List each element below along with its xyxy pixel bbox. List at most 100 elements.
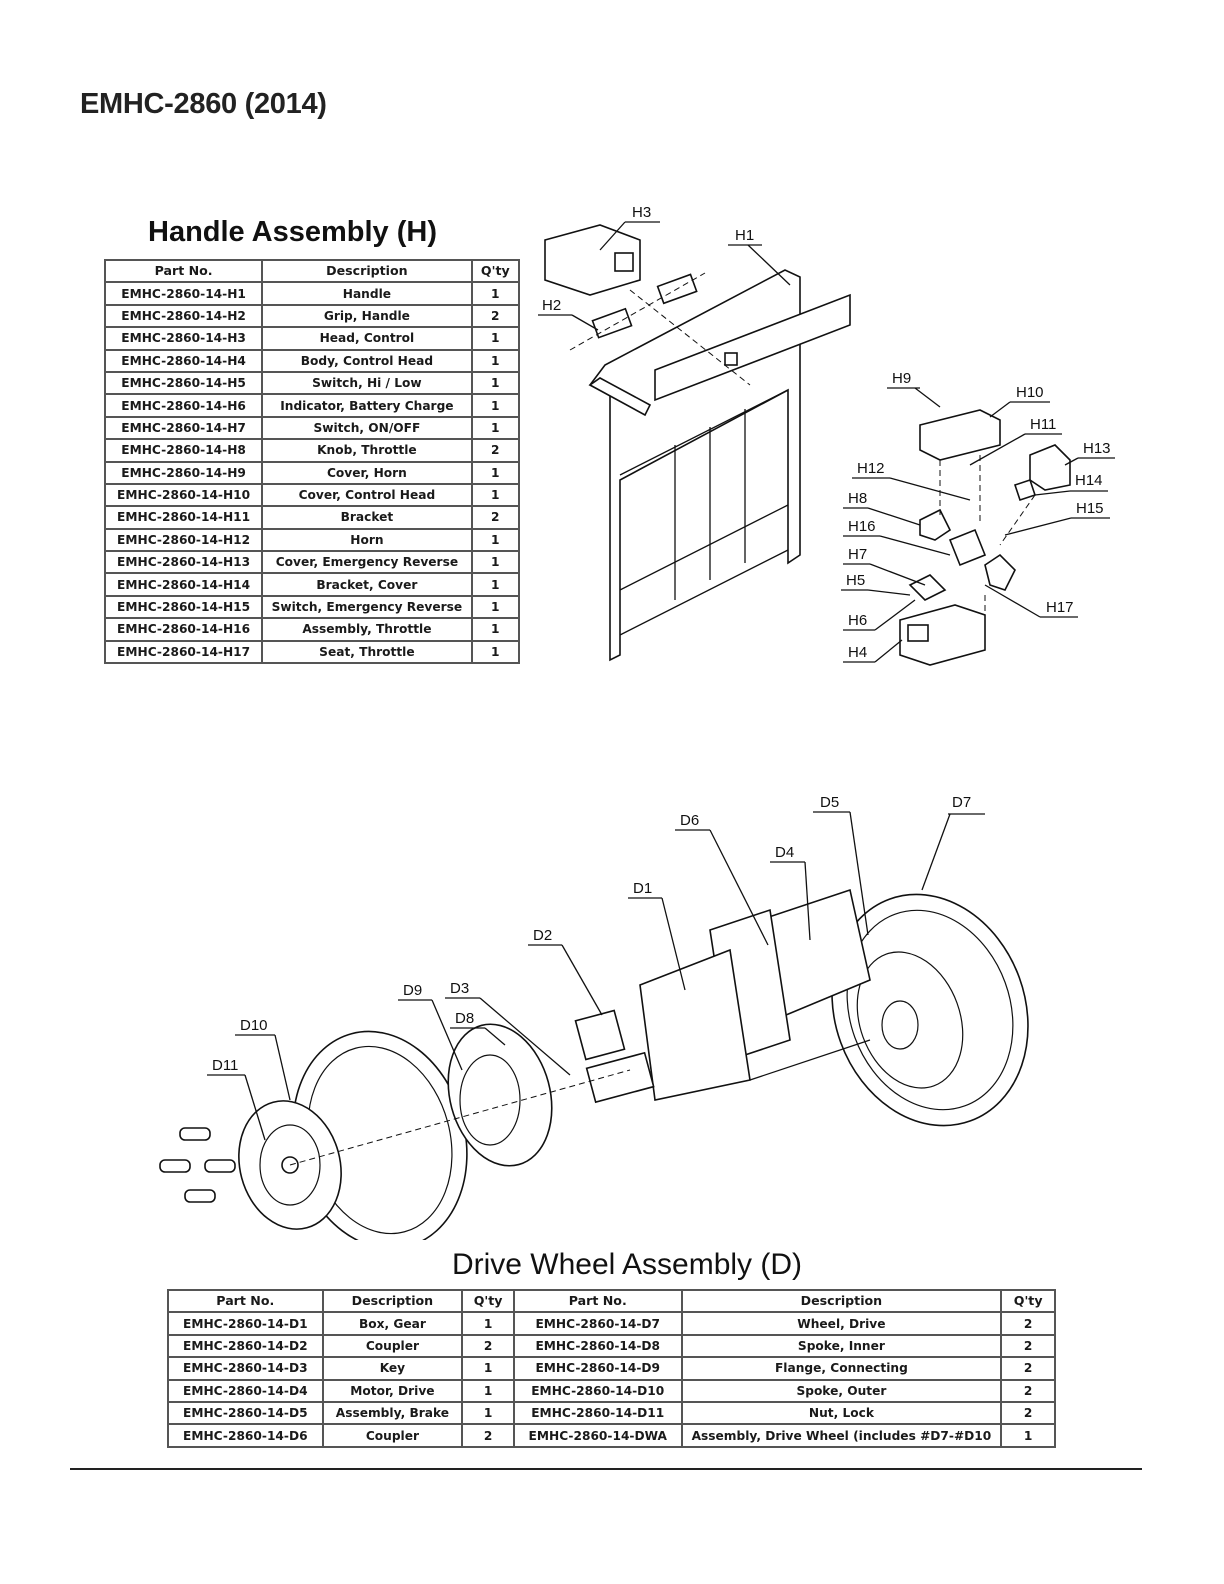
part-number-cell: EMHC-2860-14-D6	[167, 1423, 324, 1448]
callout-h7: H7	[848, 546, 867, 563]
quantity-cell: 2	[1000, 1378, 1056, 1403]
description-cell: Switch, Emergency Reverse	[261, 594, 473, 620]
description-cell: Coupler	[321, 1423, 464, 1448]
description-cell: Box, Gear	[321, 1311, 464, 1336]
quantity-cell: 1	[461, 1356, 515, 1381]
description-cell: Switch, ON/OFF	[261, 415, 473, 441]
quantity-cell: 1	[461, 1378, 515, 1403]
quantity-cell: 2	[461, 1423, 515, 1448]
description-cell: Flange, Connecting	[680, 1356, 1003, 1381]
footer-divider	[70, 1468, 1142, 1470]
description-cell: Motor, Drive	[321, 1378, 464, 1403]
description-cell: Cover, Horn	[261, 460, 473, 485]
part-number-cell: EMHC-2860-14-H17	[103, 639, 264, 665]
part-number-cell: EMHC-2860-14-H12	[103, 527, 264, 553]
column-header-qty: Q'ty	[470, 258, 521, 284]
description-cell: Assembly, Brake	[321, 1400, 464, 1426]
part-number-cell: EMHC-2860-14-H15	[103, 594, 264, 620]
column-header-description: Description	[321, 1288, 464, 1314]
callout-h13: H13	[1083, 440, 1111, 457]
callout-h11: H11	[1030, 416, 1056, 433]
quantity-cell: 2	[470, 438, 521, 463]
control-head-drawing	[544, 224, 751, 386]
description-cell: Nut, Lock	[680, 1400, 1003, 1426]
callout-d10: D10	[240, 1017, 268, 1034]
part-number-cell: EMHC-2860-14-H7	[103, 415, 264, 441]
part-number-cell: EMHC-2860-14-H9	[103, 460, 264, 485]
description-cell: Assembly, Throttle	[261, 617, 473, 642]
part-number-cell: EMHC-2860-14-H10	[103, 482, 264, 508]
callout-h2: H2	[542, 297, 561, 314]
callout-d4: D4	[775, 844, 794, 861]
quantity-cell: 1	[470, 639, 521, 665]
description-cell: Switch, Hi / Low	[261, 370, 473, 396]
description-cell: Head, Control	[261, 326, 473, 351]
part-number-cell: EMHC-2860-14-D4	[167, 1378, 324, 1403]
drive-parts-table: Part No. Description Q'ty Part No. Descr…	[167, 1288, 1056, 1448]
document-title: EMHC-2860 (2014)	[80, 88, 327, 120]
callout-d1: D1	[633, 880, 652, 897]
callout-h6: H6	[848, 612, 867, 629]
quantity-cell: 2	[1000, 1356, 1056, 1381]
part-number-cell: EMHC-2860-14-H6	[103, 393, 264, 418]
quantity-cell: 1	[470, 550, 521, 575]
callout-d11: D11	[212, 1057, 238, 1074]
callout-h15: H15	[1076, 500, 1104, 517]
left-wheel-drawing	[238, 1023, 631, 1240]
callout-h1: H1	[735, 227, 754, 244]
description-cell: Cover, Control Head	[261, 482, 473, 508]
quantity-cell: 1	[461, 1311, 515, 1336]
callout-h3: H3	[632, 204, 651, 221]
right-wheel-drawing	[831, 893, 1029, 1127]
part-number-cell: EMHC-2860-14-H13	[103, 550, 264, 575]
part-number-cell: EMHC-2860-14-D8	[512, 1333, 683, 1359]
quantity-cell: 1	[470, 326, 521, 351]
callout-h8: H8	[848, 490, 867, 507]
part-number-cell: EMHC-2860-14-H11	[103, 505, 264, 530]
table-header-row: Part No. Description Q'ty	[103, 258, 521, 284]
part-number-cell: EMHC-2860-14-D2	[167, 1333, 324, 1359]
callout-d6: D6	[680, 812, 699, 829]
part-number-cell: EMHC-2860-14-H14	[103, 572, 264, 597]
callout-h16: H16	[848, 518, 876, 535]
quantity-cell: 1	[470, 572, 521, 597]
description-cell: Handle	[261, 281, 473, 306]
column-header-qty: Q'ty	[461, 1288, 515, 1314]
part-number-cell: EMHC-2860-14-D10	[512, 1378, 683, 1403]
description-cell: Coupler	[321, 1333, 464, 1359]
control-head-exploded-drawing	[899, 409, 1071, 666]
part-number-cell: EMHC-2860-14-D1	[167, 1311, 324, 1336]
column-header-part-no: Part No.	[103, 258, 264, 284]
quantity-cell: 2	[1000, 1400, 1056, 1426]
description-cell: Bracket, Cover	[261, 572, 473, 597]
handle-frame-drawing	[588, 269, 851, 662]
description-cell: Wheel, Drive	[680, 1311, 1003, 1336]
drive-callouts: D5 D7 D6 D4 D1 D2 D3 D9 D8 D10 D11	[207, 794, 985, 1141]
callout-h10: H10	[1016, 384, 1044, 401]
quantity-cell: 1	[461, 1400, 515, 1426]
callout-h14: H14	[1075, 472, 1103, 489]
callout-h17: H17	[1046, 599, 1074, 616]
handle-parts-table: Part No. Description Q'ty EMHC-2860-14-H…	[103, 258, 521, 665]
quantity-cell: 2	[461, 1333, 515, 1359]
description-cell: Spoke, Inner	[680, 1333, 1003, 1359]
column-header-part-no: Part No.	[512, 1288, 683, 1314]
description-cell: Body, Control Head	[261, 348, 473, 373]
quantity-cell: 1	[470, 527, 521, 553]
description-cell: Cover, Emergency Reverse	[261, 550, 473, 575]
quantity-cell: 2	[470, 303, 521, 329]
handle-assembly-diagram: H3 H1 H2 H9 H10 H11 H13 H12 H14 H8 H15 H…	[538, 204, 1115, 666]
description-cell: Horn	[261, 527, 473, 553]
